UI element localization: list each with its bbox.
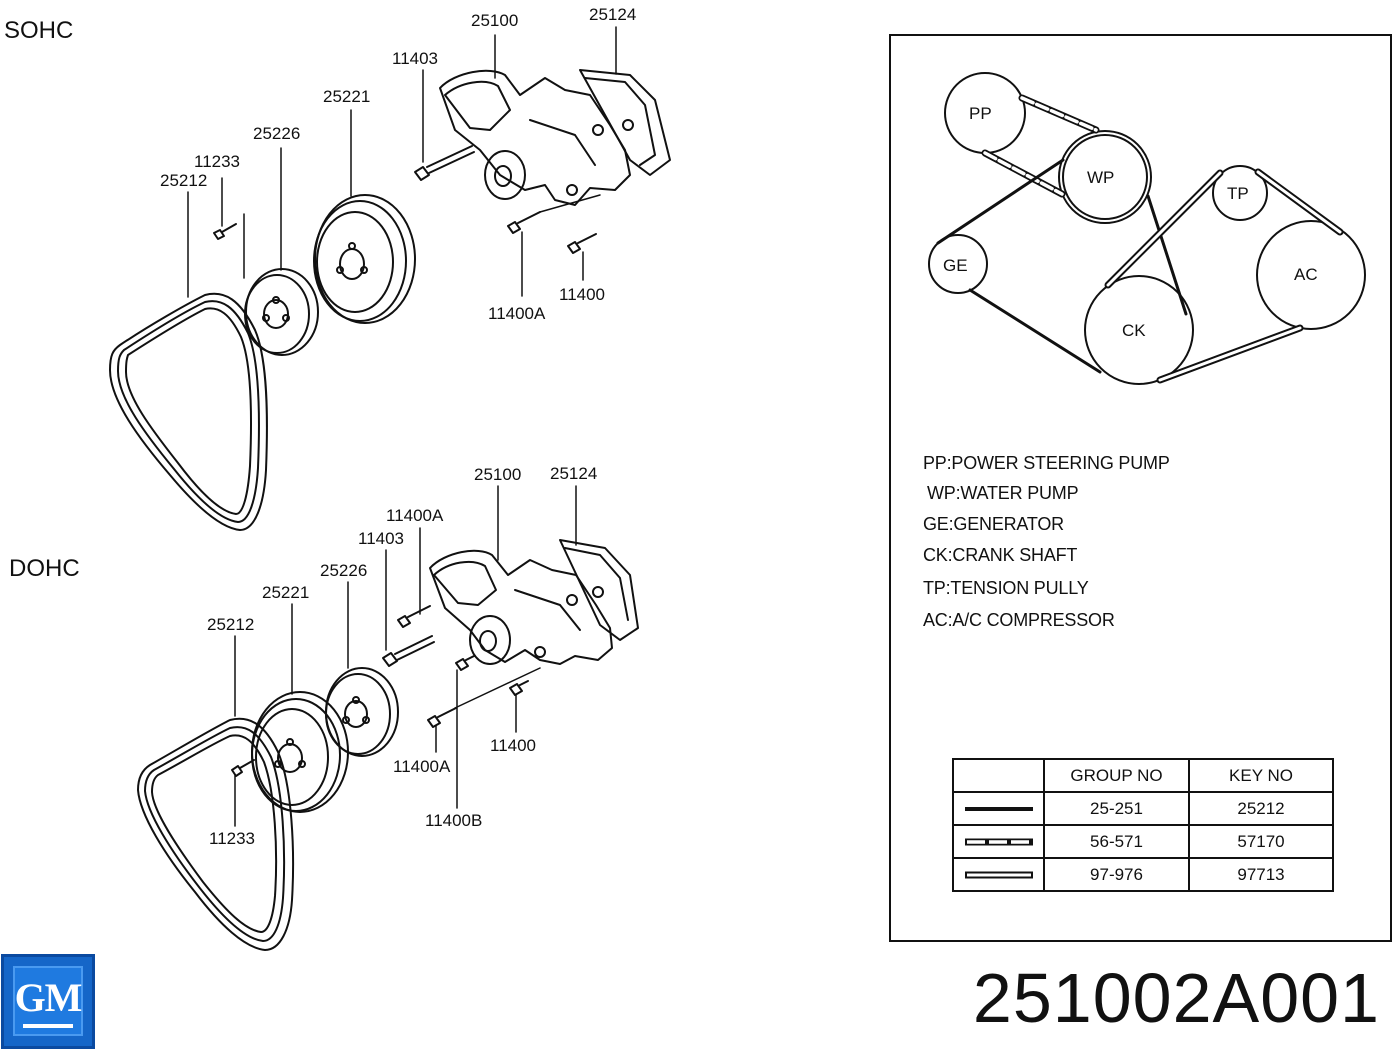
- line-style-dashed: [952, 824, 1045, 859]
- sohc-pulley-25226: [244, 268, 319, 356]
- group-no-cell: 56-571: [1043, 824, 1190, 859]
- sohc-callout-11400: 11400: [559, 285, 606, 304]
- table-row: 25-251 25212: [952, 791, 1334, 826]
- section-title-dohc: DOHC: [9, 555, 80, 582]
- legend-item-ck: CK:CRANK SHAFT: [923, 545, 1078, 565]
- pulley-label-ck: CK: [1122, 321, 1146, 340]
- dohc-callout-11403: 11403: [358, 529, 405, 548]
- dohc-callout-11233: 11233: [209, 829, 256, 848]
- table-header-row: GROUP NO KEY NO: [952, 758, 1334, 793]
- dohc-callout-11400A-top: 11400A: [386, 506, 444, 525]
- pulley-label-pp: PP: [969, 104, 992, 123]
- table-header-group: GROUP NO: [1043, 758, 1190, 793]
- legend-item-ge: GE:GENERATOR: [923, 514, 1064, 534]
- dohc-callout-25212: 25212: [207, 615, 255, 634]
- key-no-cell: 25212: [1188, 791, 1334, 826]
- dohc-pulley-25226: [325, 667, 399, 757]
- key-no-cell: 97713: [1188, 857, 1334, 892]
- dohc-callout-11400: 11400: [490, 736, 537, 755]
- sohc-callout-11233: 11233: [194, 152, 241, 171]
- table-header-line: [952, 758, 1045, 793]
- dohc-callout-25221: 25221: [262, 583, 310, 602]
- group-no-cell: 25-251: [1043, 791, 1190, 826]
- belt-parts-table: GROUP NO KEY NO 25-251 25212 56-571 5717…: [952, 758, 1334, 892]
- dohc-callout-25100: 25100: [474, 465, 522, 484]
- dohc-callout-11400B: 11400B: [425, 811, 483, 830]
- sohc-pulley-25221: [313, 194, 416, 324]
- dohc-pulley-25221: [251, 691, 349, 813]
- sohc-water-pump: [439, 69, 671, 206]
- sohc-callout-25212: 25212: [160, 171, 208, 190]
- legend-item-wp: WP:WATER PUMP: [927, 483, 1079, 503]
- table-header-key: KEY NO: [1188, 758, 1334, 793]
- gm-logo: GM: [1, 954, 95, 1049]
- dohc-belt-25212: [137, 717, 295, 951]
- sohc-callout-25100: 25100: [471, 11, 519, 30]
- sohc-bolt-11233: [213, 223, 237, 240]
- section-title-sohc: SOHC: [4, 17, 74, 44]
- belt-routing-diagram: [928, 72, 1366, 385]
- pulley-label-wp: WP: [1087, 168, 1115, 187]
- key-no-cell: 57170: [1188, 824, 1334, 859]
- table-row: 97-976 97713: [952, 857, 1334, 892]
- dohc-callout-11400A-bottom: 11400A: [393, 757, 451, 776]
- sohc-callout-11400A: 11400A: [488, 304, 546, 323]
- sohc-leader-lines: [187, 26, 617, 298]
- sohc-callout-25226: 25226: [253, 124, 301, 143]
- gm-logo-text: GM: [14, 975, 83, 1020]
- line-style-solid: [952, 791, 1045, 826]
- sohc-callout-25221: 25221: [323, 87, 371, 106]
- legend-item-pp: PP:POWER STEERING PUMP: [923, 453, 1170, 473]
- group-no-cell: 97-976: [1043, 857, 1190, 892]
- sohc-callout-11403: 11403: [392, 49, 439, 68]
- dohc-bolts: [231, 605, 529, 777]
- sohc-callout-25124: 25124: [589, 5, 637, 24]
- dohc-callout-25226: 25226: [320, 561, 368, 580]
- dohc-water-pump: [429, 539, 639, 665]
- legend-item-tp: TP:TENSION PULLY: [923, 578, 1089, 598]
- dohc-leader-lines: [234, 485, 577, 827]
- line-style-double: [952, 857, 1045, 892]
- legend-item-ac: AC:A/C COMPRESSOR: [923, 610, 1115, 630]
- sohc-belt-25212: [109, 292, 268, 531]
- part-number: 251002A001: [972, 959, 1380, 1037]
- sohc-bolt-11400: [567, 233, 597, 254]
- dohc-callout-25124: 25124: [550, 464, 598, 483]
- pulley-label-ac: AC: [1294, 265, 1318, 284]
- sohc-bolt-11403: [414, 145, 475, 181]
- sohc-bolt-11400A: [507, 211, 541, 234]
- table-row: 56-571 57170: [952, 824, 1334, 859]
- belt-legend-panel: [889, 34, 1392, 942]
- pulley-label-ge: GE: [943, 256, 968, 275]
- pulley-label-tp: TP: [1227, 184, 1249, 203]
